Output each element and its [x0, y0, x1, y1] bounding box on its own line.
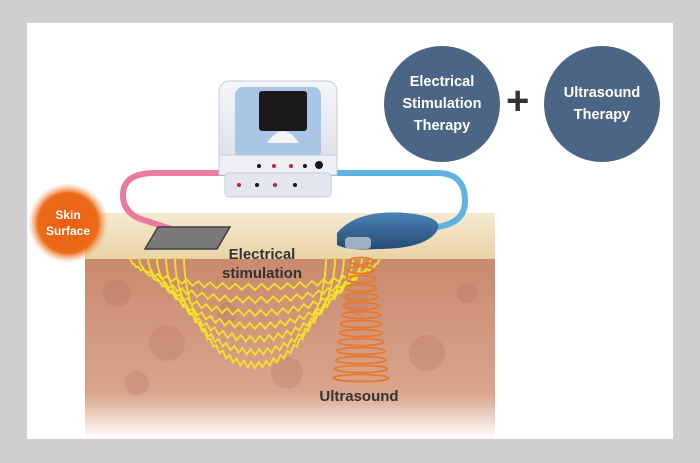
- therapy-device-icon: [218, 80, 338, 198]
- ultrasound-probe-icon: [337, 212, 439, 250]
- electrical-wave-arc: [138, 256, 372, 305]
- ultrasound-wave-ring: [333, 364, 389, 374]
- diagram-canvas: Electrical Stimulation Therapy + Ultraso…: [27, 23, 673, 439]
- ultrasound-wave-ring: [346, 265, 376, 275]
- electrode-pad-icon: [143, 226, 232, 250]
- ultrasound-wave-ring: [342, 301, 380, 311]
- ultrasound-wave-ring: [344, 283, 378, 293]
- tissue-layer: [85, 259, 495, 439]
- ultrasound-wave-ring: [339, 319, 383, 329]
- ultrasound-wave-ring: [336, 346, 386, 356]
- ultrasound-therapy-circle: Ultrasound Therapy: [544, 46, 660, 162]
- electrical-wave-arc: [183, 256, 327, 370]
- electrical-wave-arc: [156, 256, 354, 331]
- electrical-stimulation-waves: [129, 256, 381, 370]
- electrode-cable: [119, 170, 226, 234]
- skin-surface-label: Skin Surface: [45, 208, 91, 238]
- ultrasound-wave-ring: [332, 373, 390, 383]
- skin-surface-badge: [28, 183, 108, 263]
- ultrasound-wave-ring: [348, 256, 374, 266]
- electrical-wave-arc: [174, 256, 336, 357]
- ultrasound-wave-ring: [338, 328, 384, 338]
- electrical-therapy-circle: Electrical Stimulation Therapy: [384, 46, 500, 162]
- ultrasound-wave-ring: [345, 274, 377, 284]
- diagram-illustration: [28, 80, 495, 439]
- ultrasound-waves: [332, 256, 390, 383]
- electrical-stimulation-label: Electrical stimulation: [221, 246, 302, 282]
- ultrasound-wave-ring: [343, 292, 379, 302]
- ultrasound-wave-ring: [337, 337, 385, 347]
- electrical-wave-arc: [165, 256, 345, 344]
- ultrasound-label: Ultrasound: [319, 388, 399, 405]
- ultrasound-wave-ring: [334, 355, 388, 365]
- ultrasound-wave-ring: [340, 310, 382, 320]
- plus-sign: +: [506, 79, 530, 123]
- probe-cable: [326, 170, 469, 230]
